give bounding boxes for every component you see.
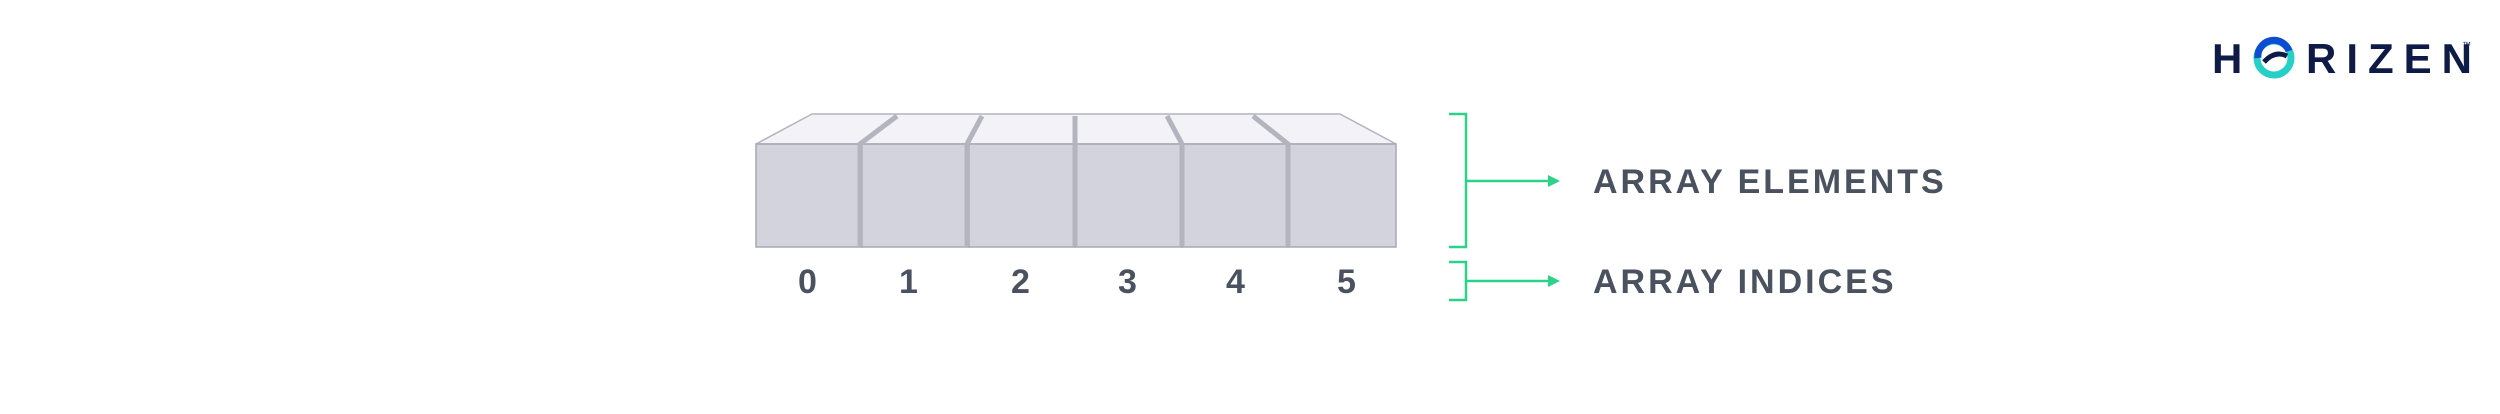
array-cell-4 (1181, 143, 1289, 248)
array-cell-3 (1074, 143, 1183, 248)
logo-letter-h: H (2212, 35, 2252, 82)
array-cell-2 (968, 143, 1076, 248)
array-dividers (857, 114, 1291, 246)
index-label-4: 4 (1226, 263, 1245, 301)
logo-letters-rest: RIZEN (2306, 35, 2482, 82)
index-label-1: 1 (899, 263, 918, 301)
index-label-0: 0 (798, 263, 817, 301)
elements-bracket (1449, 112, 1560, 249)
array-cell-0 (755, 143, 863, 248)
array-indices-label: ARRAY INDICES (1593, 263, 1897, 301)
logo-o-icon (2253, 36, 2295, 79)
logo-trademark: ™ (2462, 40, 2471, 50)
array-elements-label: ARRAY ELEMENTS (1593, 163, 1947, 201)
array-cell-1 (861, 143, 970, 248)
index-label-3: 3 (1118, 263, 1137, 301)
array-cell-5 (1287, 143, 1397, 248)
index-label-2: 2 (1011, 263, 1030, 301)
indices-bracket (1449, 260, 1560, 302)
array-blocks (755, 113, 1397, 248)
index-label-5: 5 (1337, 263, 1356, 301)
horizen-logo: H RIZEN ™ (2212, 35, 2482, 82)
array-indices: 0 1 2 3 4 5 (798, 263, 1356, 301)
